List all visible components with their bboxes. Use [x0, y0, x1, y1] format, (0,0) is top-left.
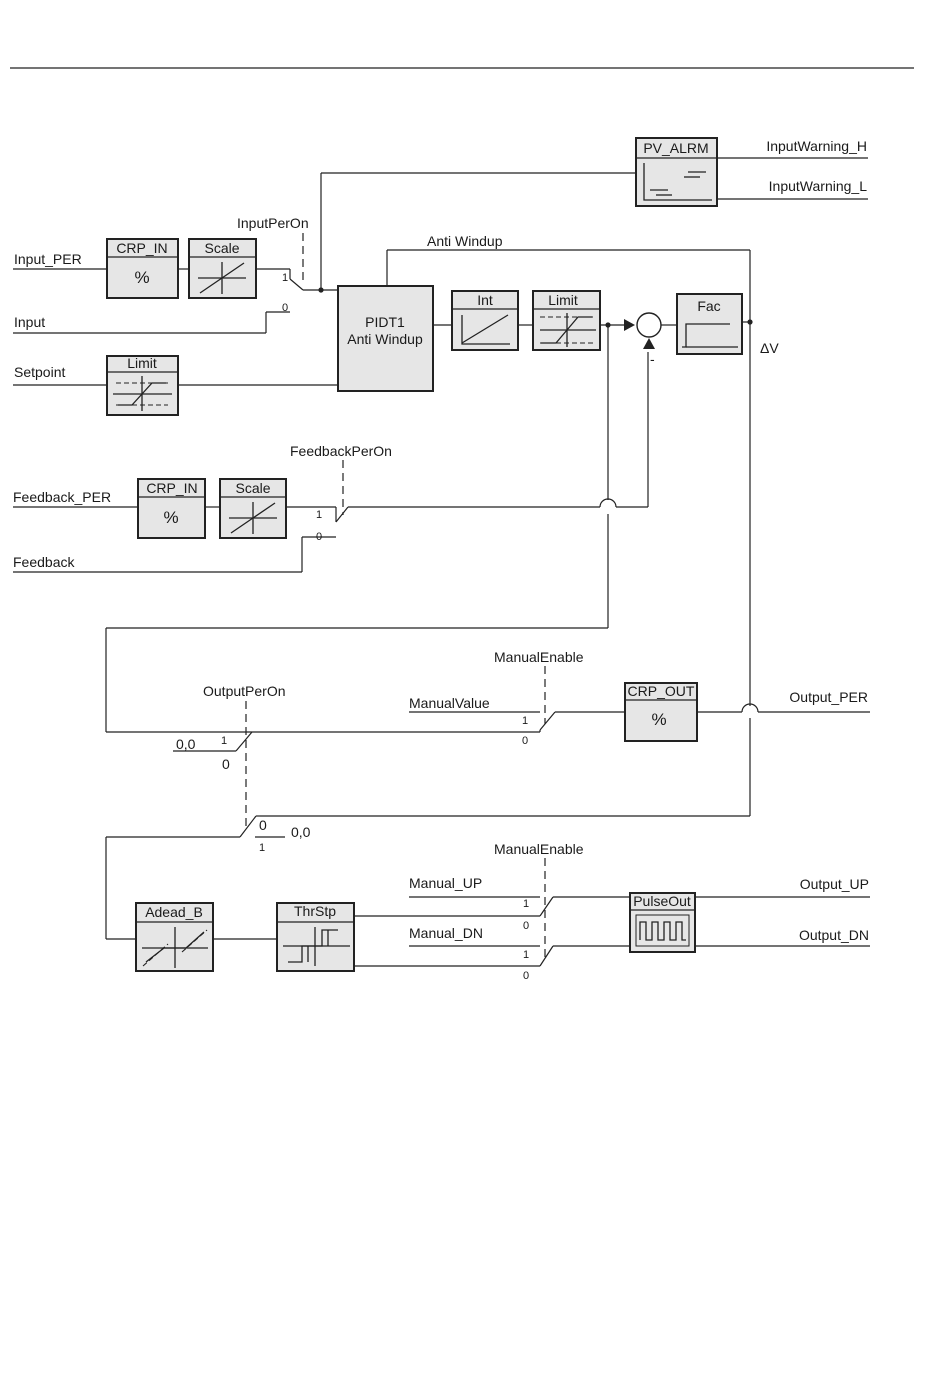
switch-pos-1: 1: [282, 272, 288, 284]
switch-pos-1: 1: [522, 715, 528, 727]
manual-dn-label: Manual_DN: [409, 925, 483, 941]
percent-symbol: %: [163, 508, 178, 527]
crp-out-title: CRP_OUT: [628, 683, 695, 699]
input-per-on-label: InputPerOn: [237, 215, 309, 231]
scale-title: Scale: [235, 480, 270, 496]
feedback-per-on-label: FeedbackPerOn: [290, 443, 392, 459]
thrstp-title: ThrStp: [294, 903, 336, 919]
switch-pos-0: 0: [523, 920, 529, 932]
output-dn-label: Output_DN: [799, 927, 869, 943]
switch-pos-0: 0: [259, 817, 267, 833]
manual-up-label: Manual_UP: [409, 875, 482, 891]
limiter-icon: [113, 376, 172, 411]
wires: [13, 157, 870, 967]
feedback-per-label: Feedback_PER: [13, 489, 111, 505]
switch-pos-0: 0: [523, 970, 529, 982]
input-warning-h-label: InputWarning_H: [766, 138, 867, 154]
scale-block[interactable]: Scale: [188, 238, 257, 299]
feedback-label: Feedback: [13, 554, 75, 570]
output-up-label: Output_UP: [800, 876, 869, 892]
scale-block[interactable]: Scale: [219, 478, 287, 539]
int-title: Int: [477, 292, 493, 308]
switch-pos-1: 1: [523, 949, 529, 961]
junction-dot: [747, 319, 753, 325]
manual-enable-label: ManualEnable: [494, 649, 584, 665]
scale-icon: [229, 502, 277, 534]
alarm-limits-icon: [643, 163, 712, 201]
switch-pos-0: 0: [282, 302, 288, 314]
scale-icon: [198, 262, 246, 294]
crp-in-block[interactable]: CRP_IN %: [106, 238, 179, 299]
input-per-label: Input_PER: [14, 251, 82, 267]
pulse-train-icon: [635, 914, 690, 947]
setpoint-limit-block[interactable]: Limit: [106, 355, 179, 416]
switch-pos-1: 1: [523, 898, 529, 910]
pulseout-title: PulseOut: [633, 893, 691, 909]
setpoint-label: Setpoint: [14, 364, 65, 380]
crp-in-block[interactable]: CRP_IN %: [137, 478, 206, 539]
arrow-up-icon: [643, 338, 655, 349]
pidt1-block[interactable]: PIDT1 Anti Windup: [337, 285, 434, 392]
zero-value-label: 0,0: [176, 736, 196, 752]
output-per-label: Output_PER: [789, 689, 868, 705]
crp-in-title: CRP_IN: [116, 240, 167, 256]
delta-v-label: ΔV: [760, 340, 779, 356]
junction-dot: [605, 322, 611, 328]
output-per-on-label: OutputPerOn: [203, 683, 286, 699]
switch-pos-1: 1: [316, 509, 322, 521]
pv-alrm-block[interactable]: PV_ALRM: [635, 137, 718, 207]
input-label: Input: [14, 314, 45, 330]
percent-symbol: %: [134, 268, 149, 287]
switch-pos-0: 0: [222, 756, 230, 772]
adead-b-block[interactable]: Adead_B: [135, 902, 214, 972]
pv-alrm-title: PV_ALRM: [643, 140, 708, 156]
limit-title: Limit: [127, 355, 157, 371]
limit-title: Limit: [548, 292, 578, 308]
fac-title: Fac: [697, 298, 720, 314]
control-lines: [245, 233, 546, 958]
scale-title: Scale: [204, 240, 239, 256]
adead-b-title: Adead_B: [145, 904, 203, 920]
crp-out-block[interactable]: CRP_OUT %: [624, 682, 698, 742]
pidt1-title: PIDT1: [365, 314, 405, 330]
deadband-icon: [142, 927, 208, 968]
integrator-icon: [461, 314, 510, 345]
junction-dot: [318, 287, 324, 293]
zero-value-label: 0,0: [291, 824, 311, 840]
switch-pos-0: 0: [316, 531, 322, 543]
int-block[interactable]: Int: [451, 290, 519, 351]
percent-symbol: %: [651, 710, 666, 729]
summing-junction: [624, 312, 662, 349]
step-icon: [682, 323, 738, 348]
anti-windup-label: Anti Windup: [427, 233, 503, 249]
three-step-icon: [283, 927, 350, 966]
fac-block[interactable]: Fac: [676, 293, 743, 355]
output-limit-block[interactable]: Limit: [532, 290, 601, 351]
input-warning-l-label: InputWarning_L: [769, 178, 868, 194]
switch-pos-1: 1: [259, 842, 265, 854]
limiter-icon: [540, 313, 596, 347]
switch-marks: 1 0 1 0 1 0 1 0 0 1 1 0 1 0: [221, 272, 529, 982]
signal-labels: Input_PER Input Setpoint Feedback_PER Fe…: [13, 138, 869, 943]
minus-sign: -: [650, 351, 655, 367]
switch-pos-1: 1: [221, 735, 227, 747]
manual-value-label: ManualValue: [409, 695, 490, 711]
arrow-right-icon: [624, 319, 635, 331]
thrstp-block[interactable]: ThrStp: [276, 902, 355, 972]
pulseout-block[interactable]: PulseOut: [629, 892, 696, 953]
manual-enable-label: ManualEnable: [494, 841, 584, 857]
switch-pos-0: 0: [522, 735, 528, 747]
pidt1-subtitle: Anti Windup: [347, 331, 423, 347]
crp-in-title: CRP_IN: [146, 480, 197, 496]
